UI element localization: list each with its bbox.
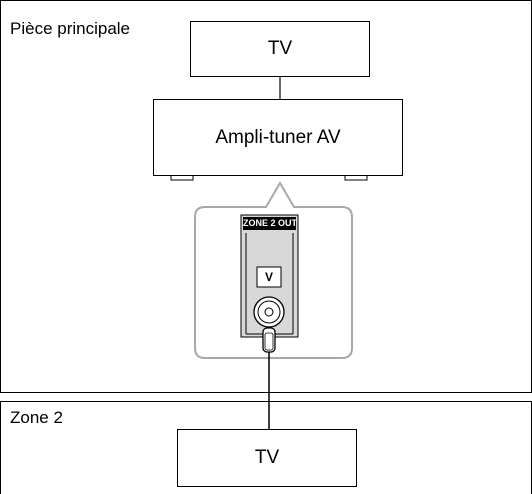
main-room-label: Pièce principale	[10, 19, 131, 38]
zone2-label: Zone 2	[10, 408, 63, 427]
av-receiver: Ampli-tuner AV	[153, 99, 403, 176]
zone2-tv: TV	[177, 429, 357, 487]
main-tv: TV	[190, 21, 370, 77]
zone2-tv-label: TV	[254, 447, 280, 468]
zone2-out-label: ZONE 2 OUT	[243, 218, 298, 228]
av-receiver-label: Ampli-tuner AV	[215, 126, 341, 148]
rca-jack-pin	[264, 307, 274, 317]
jack-label-bg	[256, 266, 282, 288]
video-jack-label: V	[264, 270, 273, 284]
main-tv-label: TV	[267, 38, 293, 59]
zone2-out-label-bg	[243, 217, 296, 230]
